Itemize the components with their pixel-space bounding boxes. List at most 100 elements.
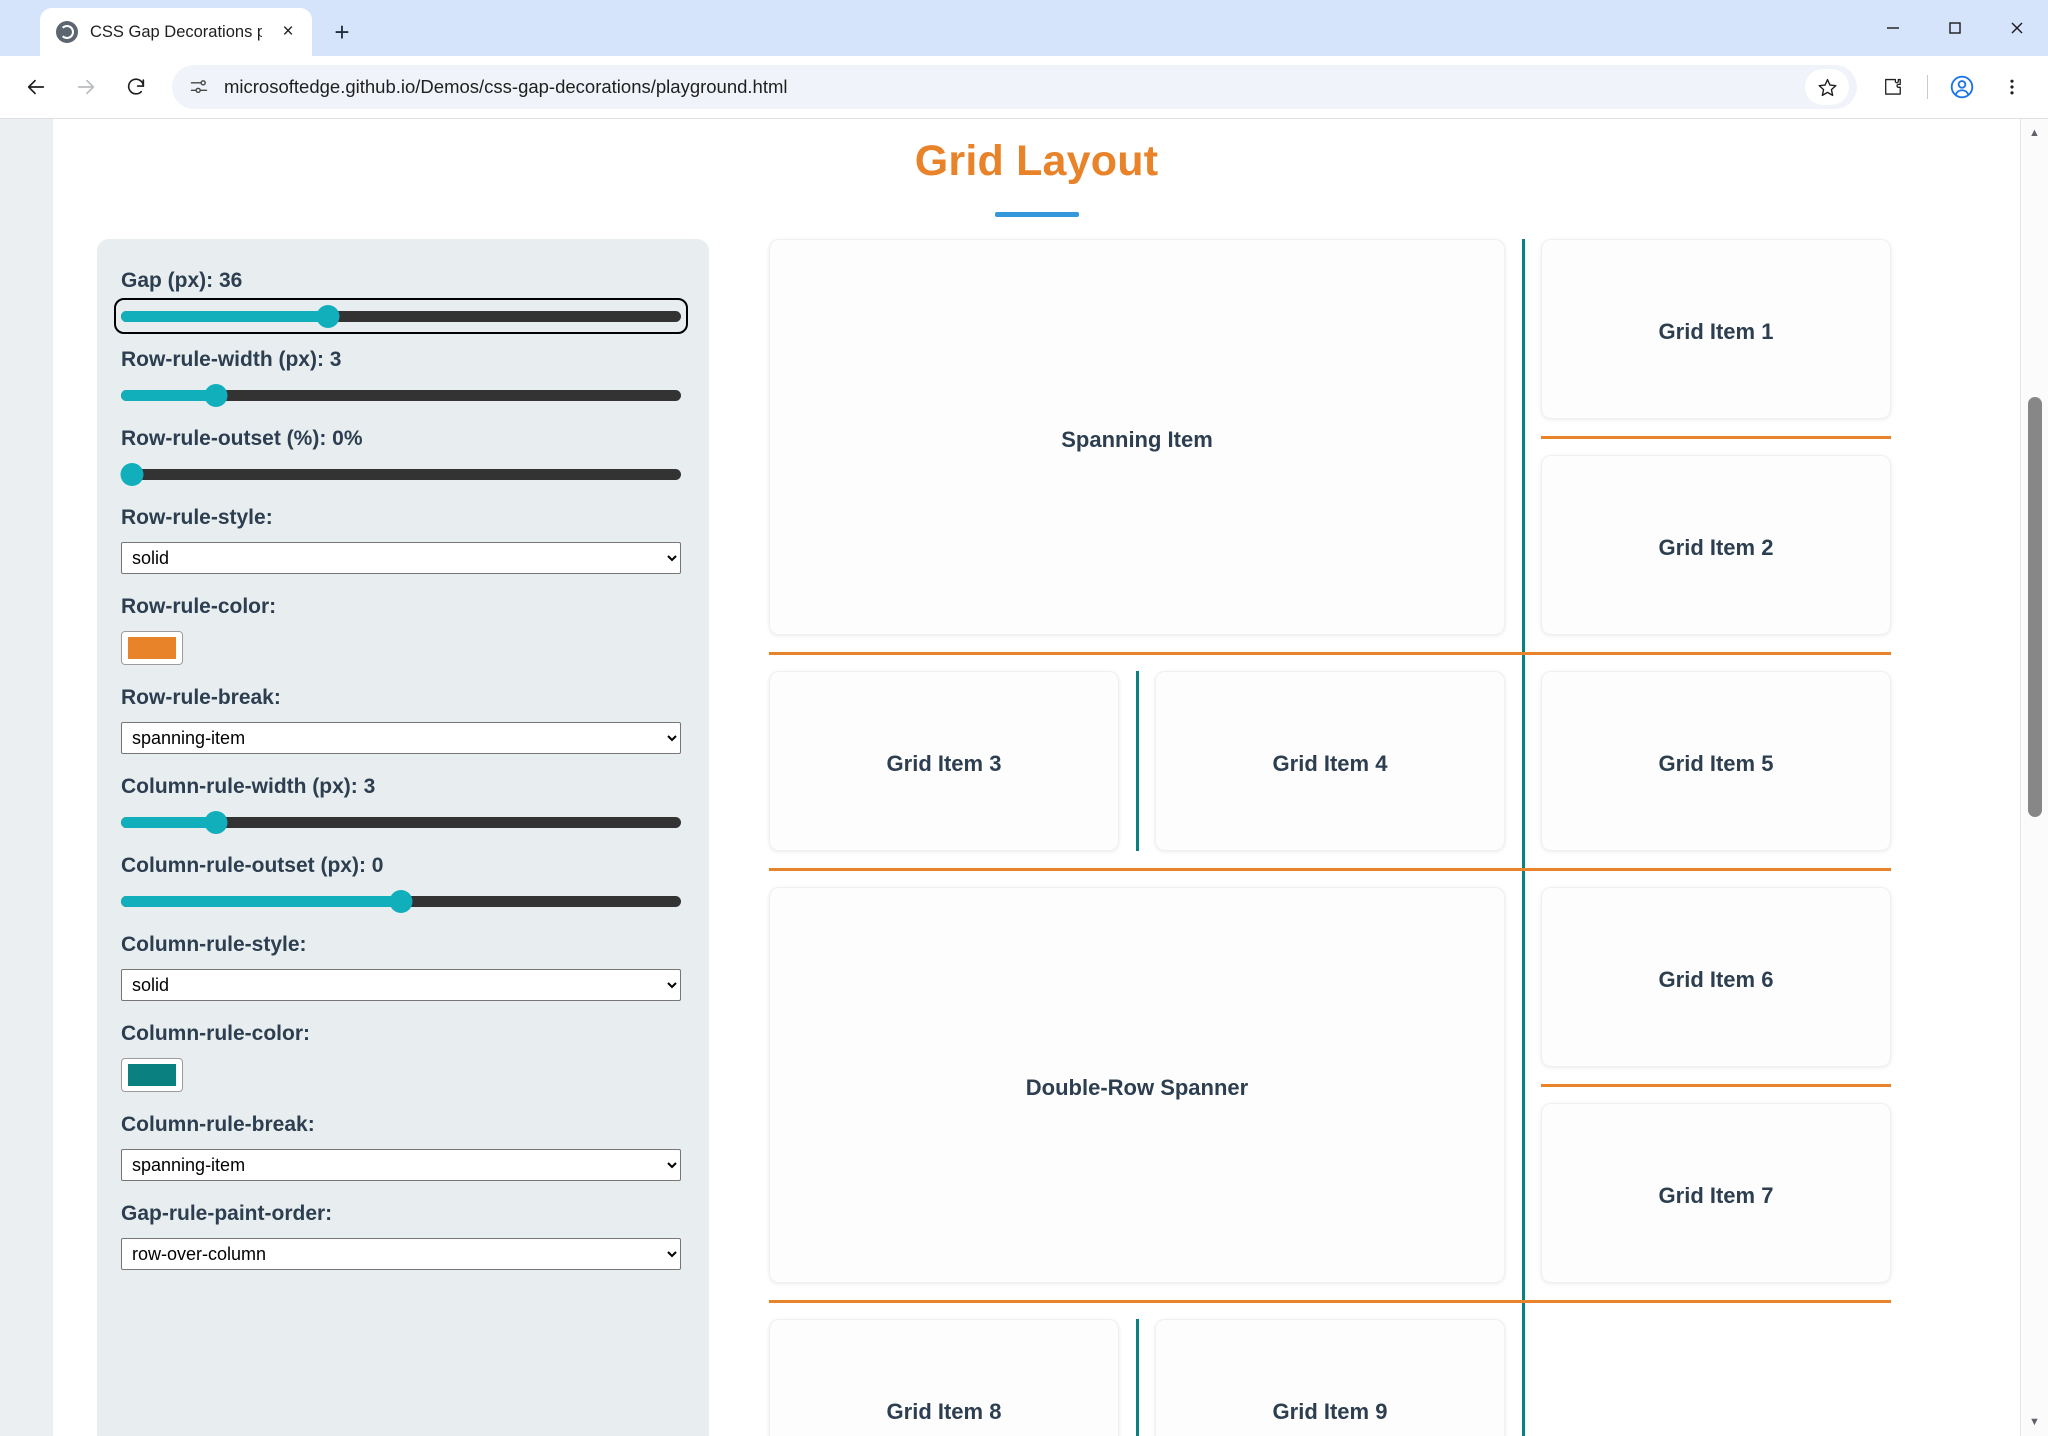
new-tab-button[interactable]: +	[334, 16, 350, 47]
label-row-rule-outset: Row-rule-outset (%): 0%	[121, 427, 363, 450]
star-icon[interactable]	[1805, 69, 1849, 105]
grid-cell-label: Grid Item 3	[886, 751, 1002, 776]
slider-thumb[interactable]	[120, 462, 144, 486]
scroll-up-arrow-icon[interactable]: ▲	[2029, 127, 2040, 139]
control-column-rule-style: Column-rule-style:nonesoliddasheddottedd…	[121, 933, 681, 1001]
row-rule-seg	[769, 867, 1891, 871]
slider-gap[interactable]	[114, 298, 688, 334]
control-column-rule-width: Column-rule-width (px): 3	[121, 775, 681, 834]
page-content: Gap (px): 36 Row-rule-width (px): 3 Row-ru…	[53, 217, 2020, 1436]
grid-cell-label: Spanning Item	[1061, 427, 1213, 452]
scroll-down-arrow-icon[interactable]: ▼	[2029, 1416, 2040, 1428]
scrollbar-track[interactable]	[2021, 147, 2048, 1408]
slider-fill	[121, 816, 217, 828]
select-row-rule-style[interactable]: nonesoliddasheddotteddoublegrooveridgein…	[121, 542, 681, 574]
color-swatch-row-rule-color[interactable]	[121, 631, 183, 665]
url-text: microsoftedge.github.io/Demos/css-gap-de…	[224, 76, 788, 97]
grid-cell-label: Double-Row Spanner	[1025, 1075, 1249, 1100]
profile-avatar-icon[interactable]	[1940, 65, 1984, 109]
page-viewport: Grid Layout Gap (px): 36 Row-rule-width (…	[0, 118, 2048, 1436]
slider-track	[121, 816, 681, 828]
row-rule-seg	[769, 651, 1891, 655]
slider-track	[121, 468, 681, 480]
page-left-gutter	[0, 119, 53, 1436]
select-column-rule-break[interactable]: nonespanning-itemintersection	[121, 1149, 681, 1181]
slider-row-rule-width[interactable]	[121, 383, 681, 407]
grid-cell-label: Grid Item 7	[1658, 1183, 1774, 1208]
grid-cell-it8: Grid Item 8	[769, 1319, 1119, 1436]
label-row-rule-color: Row-rule-color:	[121, 595, 277, 618]
maximize-icon[interactable]	[1924, 0, 1986, 56]
label-column-rule-outset: Column-rule-outset (px): 0	[121, 854, 384, 877]
grid-cell-span-b: Double-Row Spanner	[769, 887, 1505, 1283]
grid-cell-label: Grid Item 9	[1272, 1399, 1388, 1424]
label-column-rule-color: Column-rule-color:	[121, 1022, 310, 1045]
scrollbar-thumb[interactable]	[2028, 397, 2042, 817]
browser-titlebar: CSS Gap Decorations playgroun × +	[0, 0, 2048, 56]
slider-track	[121, 310, 681, 322]
title-underline	[994, 212, 1079, 217]
slider-thumb[interactable]	[204, 383, 228, 407]
slider-thumb[interactable]	[316, 304, 340, 328]
row-rule-seg	[1541, 1083, 1891, 1087]
page-heading: Grid Layout	[914, 137, 1159, 185]
slider-thumb[interactable]	[389, 889, 413, 913]
grid-cell-label: Grid Item 6	[1658, 967, 1774, 992]
control-gap: Gap (px): 36	[114, 269, 688, 334]
slider-column-rule-outset[interactable]	[121, 889, 681, 913]
control-row-rule-break: Row-rule-break:nonespanning-itemintersec…	[121, 686, 681, 754]
slider-row-rule-outset[interactable]	[120, 462, 681, 486]
select-column-rule-style[interactable]: nonesoliddasheddotteddoublegrooveridgein…	[121, 969, 681, 1001]
address-bar[interactable]: microsoftedge.github.io/Demos/css-gap-de…	[172, 65, 1857, 109]
minimize-icon[interactable]	[1862, 0, 1924, 56]
color-swatch-fill	[128, 1064, 176, 1086]
toolbar-divider	[1927, 75, 1928, 99]
select-row-rule-break[interactable]: nonespanning-itemintersection	[121, 722, 681, 754]
forward-arrow-icon[interactable]	[64, 65, 108, 109]
page-scrollbar[interactable]: ▲ ▼	[2020, 119, 2048, 1436]
reload-icon[interactable]	[114, 65, 158, 109]
color-swatch-column-rule-color[interactable]	[121, 1058, 183, 1092]
grid-cell-it6: Grid Item 6	[1541, 887, 1891, 1067]
label-column-rule-break: Column-rule-break:	[121, 1113, 315, 1136]
slider-fill	[121, 389, 217, 401]
three-dot-menu-icon[interactable]	[1990, 65, 2034, 109]
grid-cell-it3: Grid Item 3	[769, 671, 1119, 851]
extensions-puzzle-icon[interactable]	[1871, 65, 1915, 109]
row-rule-seg	[1541, 435, 1891, 439]
control-row-rule-outset: Row-rule-outset (%): 0%	[120, 427, 681, 486]
grid-cell-label: Grid Item 4	[1272, 751, 1388, 776]
column-rule-seg	[1521, 239, 1525, 1436]
slider-track	[121, 389, 681, 401]
slider-fill	[121, 310, 329, 322]
label-column-rule-width: Column-rule-width (px): 3	[121, 775, 376, 798]
web-page: Grid Layout Gap (px): 36 Row-rule-width (…	[53, 119, 2020, 1436]
grid-cell-it9: Grid Item 9	[1155, 1319, 1505, 1436]
browser-tab[interactable]: CSS Gap Decorations playgroun ×	[40, 8, 312, 56]
grid-cell-it4: Grid Item 4	[1155, 671, 1505, 851]
close-icon[interactable]	[1986, 0, 2048, 56]
control-column-rule-outset: Column-rule-outset (px): 0	[121, 854, 681, 913]
grid-cell-label: Grid Item 1	[1658, 319, 1774, 344]
site-settings-icon[interactable]	[186, 74, 212, 100]
tab-close-icon[interactable]: ×	[282, 21, 294, 42]
label-row-rule-width: Row-rule-width (px): 3	[121, 348, 342, 371]
color-swatch-fill	[128, 637, 176, 659]
control-row-rule-style: Row-rule-style:nonesoliddasheddotteddoub…	[121, 506, 681, 574]
back-arrow-icon[interactable]	[14, 65, 58, 109]
label-gap-rule-paint-order: Gap-rule-paint-order:	[121, 1202, 333, 1225]
control-column-rule-break: Column-rule-break: nonespanning-iteminter…	[121, 1113, 681, 1181]
slider-fill	[121, 895, 401, 907]
control-row-rule-color: Row-rule-color:	[121, 595, 681, 665]
grid-cell-it1: Grid Item 1	[1541, 239, 1891, 419]
row-rule-seg	[769, 1299, 1891, 1303]
browser-toolbar: microsoftedge.github.io/Demos/css-gap-de…	[0, 56, 2048, 118]
slider-thumb[interactable]	[204, 810, 228, 834]
slider-column-rule-width[interactable]	[121, 810, 681, 834]
grid-cell-label: Grid Item 8	[886, 1399, 1002, 1424]
column-rule-seg	[1135, 1319, 1139, 1436]
select-gap-rule-paint-order[interactable]: row-over-columncolumn-over-row	[121, 1238, 681, 1270]
